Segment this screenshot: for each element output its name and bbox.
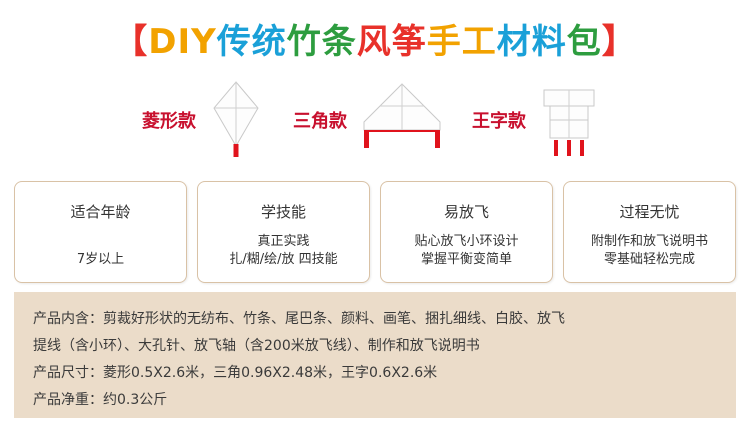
card-line: 附制作和放飞说明书	[590, 234, 708, 249]
kite-label-triangle: 三角款	[293, 111, 347, 132]
card-line: 掌握平衡变简单	[420, 252, 512, 267]
title-char: 传	[216, 22, 252, 62]
feature-card-easy-fly: 易放飞 贴心放飞小环设计 掌握平衡变简单	[380, 181, 553, 283]
card-line: 7岁以上	[76, 252, 125, 267]
title-char: 包	[566, 22, 602, 62]
wang-kite-icon	[543, 89, 595, 156]
card-title: 易放飞	[443, 203, 489, 221]
kite-label-wang: 王字款	[472, 111, 526, 132]
title-char: 条	[321, 22, 357, 62]
title-char: 工	[461, 22, 497, 62]
card-title: 学技能	[260, 203, 306, 221]
title-char: Y	[191, 22, 217, 62]
kite-label-diamond: 菱形款	[142, 111, 196, 132]
title-char: 竹	[286, 22, 322, 62]
title-char: 【	[113, 22, 149, 62]
title-char: 料	[531, 22, 567, 62]
title-char: 风	[356, 22, 392, 62]
feature-card-age: 适合年龄 7岁以上	[14, 181, 187, 283]
feature-cards: 适合年龄 7岁以上 学技能 真正实践 扎/糊/绘/放 四技能 易放飞 贴心放飞小…	[14, 181, 736, 283]
page-title: 【DIY传统竹条风筝手工材料包】	[0, 14, 750, 63]
info-contents-line-1: 产品内含：剪裁好形状的无纺布、竹条、尾巴条、颜料、画笔、捆扎细线、白胶、放飞	[33, 311, 565, 327]
feature-card-skills: 学技能 真正实践 扎/糊/绘/放 四技能	[197, 181, 370, 283]
kite-styles: 菱形款 三角款 王字款	[0, 80, 750, 170]
card-title: 适合年龄	[70, 203, 131, 221]
diamond-kite-icon	[213, 81, 259, 157]
card-line: 零基础轻松完成	[603, 252, 695, 267]
title-char: I	[177, 22, 192, 62]
card-line: 贴心放飞小环设计	[414, 234, 519, 249]
title-char: 统	[251, 22, 287, 62]
triangle-kite-icon	[363, 83, 441, 148]
feature-card-worry-free: 过程无忧 附制作和放飞说明书 零基础轻松完成	[563, 181, 736, 283]
title-char: 筝	[391, 22, 427, 62]
title-char: 手	[426, 22, 462, 62]
info-size-line: 产品尺寸：菱形0.5X2.6米，三角0.96X2.48米，王字0.6X2.6米	[33, 365, 438, 381]
title-char: D	[148, 22, 178, 62]
info-weight-line: 产品净重：约0.3公斤	[33, 392, 168, 408]
card-line: 扎/糊/绘/放 四技能	[229, 252, 338, 267]
title-char: 材	[496, 22, 532, 62]
info-contents-line-2: 提线（含小环）、大孔针、放飞轴（含200米放飞线）、制作和放飞说明书	[33, 338, 480, 354]
title-char: 】	[601, 22, 637, 62]
card-line: 真正实践	[257, 234, 310, 249]
product-info-panel: 产品内含：剪裁好形状的无纺布、竹条、尾巴条、颜料、画笔、捆扎细线、白胶、放飞 提…	[14, 292, 736, 418]
card-title: 过程无忧	[619, 203, 680, 221]
